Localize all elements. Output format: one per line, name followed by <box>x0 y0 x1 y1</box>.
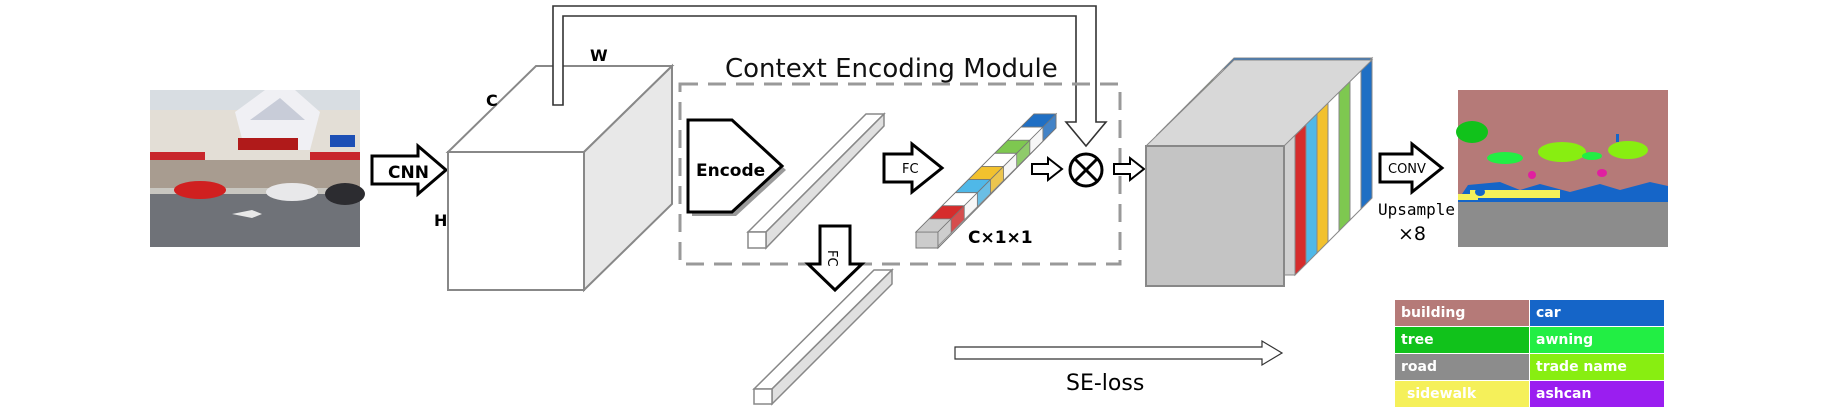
conv-arrow <box>1378 140 1445 196</box>
class-legend: building car tree awning road trade name… <box>1395 300 1665 408</box>
feature-slab-side <box>1305 111 1318 266</box>
conv-label: CONV <box>1388 162 1426 177</box>
feature-map-cube <box>445 63 675 293</box>
input-image <box>150 90 365 247</box>
legend-item: tree <box>1395 327 1530 354</box>
dim-c-label: C <box>486 91 498 110</box>
encode-block <box>686 118 786 216</box>
feature-slab-side <box>1316 100 1329 255</box>
dim-h-label: H <box>434 211 447 230</box>
skip-connection <box>552 5 1108 148</box>
context-encoding-module-box <box>678 82 1122 266</box>
legend-item: road <box>1395 354 1530 381</box>
legend-item: trade name <box>1530 354 1665 381</box>
feature-slab-side <box>1349 67 1362 222</box>
output-feature-stack <box>1144 56 1374 287</box>
segmentation-output <box>1456 90 1668 247</box>
encode-label: Encode <box>696 161 765 181</box>
to-output-arrow <box>1113 155 1146 183</box>
upsample-label: Upsample <box>1378 200 1455 219</box>
se-loss-label: SE-loss <box>1066 371 1144 396</box>
module-title: Context Encoding Module <box>725 54 1058 84</box>
upsample-factor-label: ×8 <box>1398 223 1426 245</box>
se-loss-arrow <box>954 339 1284 367</box>
fc-down-arrow <box>804 224 866 293</box>
vector-segment-side <box>937 217 952 247</box>
legend-item: sidewalk <box>1395 381 1530 408</box>
legend-item: awning <box>1530 327 1665 354</box>
to-multiply-arrow <box>1031 155 1064 183</box>
encoded-vector <box>746 112 886 250</box>
fc-vertical-label: FC <box>824 250 839 267</box>
cnn-label: CNN <box>388 163 429 183</box>
dim-w-label: W <box>590 46 608 65</box>
fc-arrow <box>882 140 945 196</box>
fc-label: FC <box>902 162 919 177</box>
feature-slab-side <box>1338 78 1351 233</box>
legend-item: car <box>1530 300 1665 327</box>
cnn-arrow <box>370 142 449 198</box>
legend-item: ashcan <box>1530 381 1665 408</box>
legend-item: building <box>1395 300 1530 327</box>
attention-vector <box>914 112 1058 250</box>
feature-slab-side <box>1327 89 1340 244</box>
se-loss-vector <box>752 268 894 406</box>
feature-slab-side <box>1294 122 1307 277</box>
feature-slab-side <box>1360 56 1373 211</box>
vector-size-label: C×1×1 <box>968 228 1033 248</box>
